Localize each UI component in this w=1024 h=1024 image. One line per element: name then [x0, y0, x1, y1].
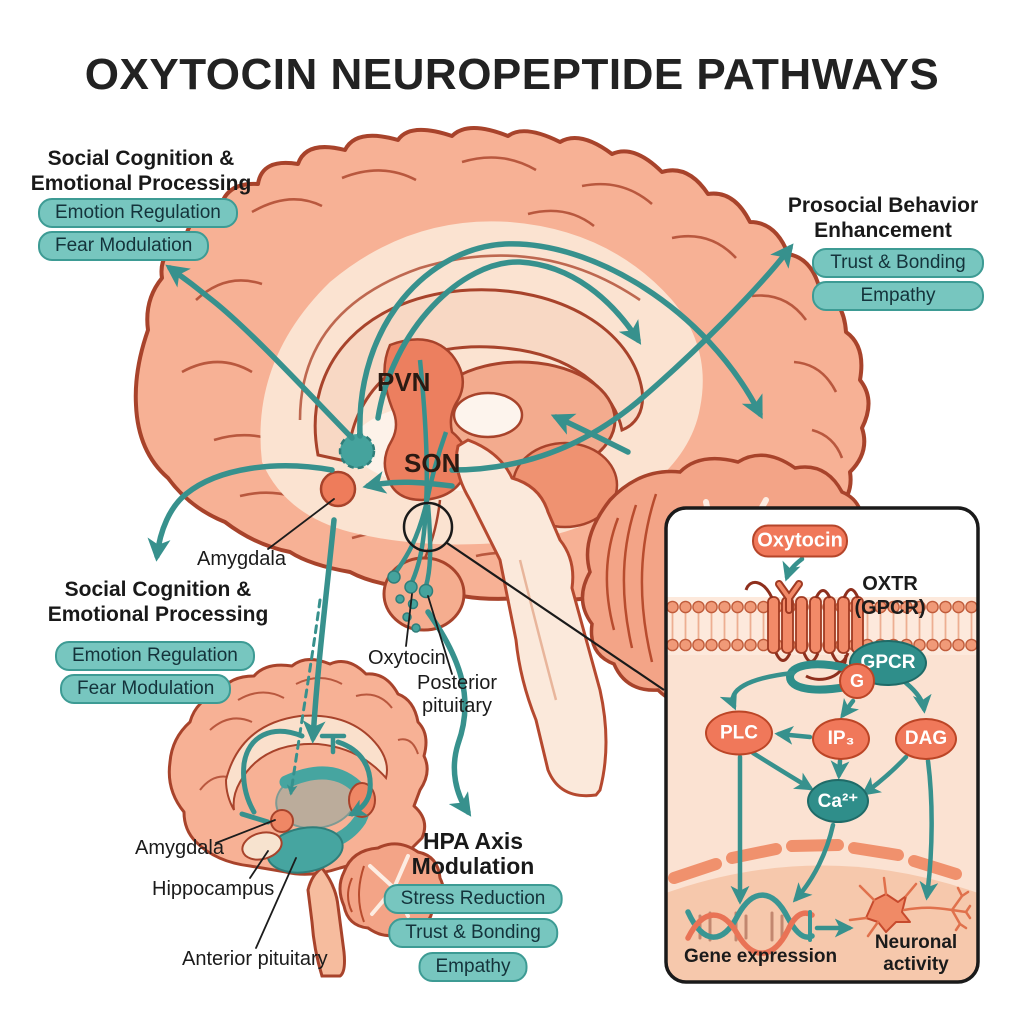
pvn-nucleus-marker [338, 432, 376, 470]
label-neuronal-activity: Neuronal activity [874, 932, 958, 975]
label-leader-lines [215, 498, 453, 949]
pituitary-gland [382, 359, 466, 633]
label-oxytocin: Oxytocin [368, 647, 446, 669]
node-calcium: Ca²⁺ [807, 779, 869, 823]
heading-social-cognition-top: Social Cognition & Emotional Processing [30, 147, 252, 195]
pathway-arrows [147, 241, 794, 825]
node-g-protein: G [839, 663, 875, 699]
label-amygdala-small: Amygdala [135, 837, 224, 859]
label-posterior-pituitary: Posterior pituitary [416, 672, 498, 717]
label-anterior-pituitary: Anterior pituitary [182, 948, 328, 970]
label-amygdala-large: Amygdala [197, 548, 286, 570]
diagram-title: OXYTOCIN NEUROPEPTIDE PATHWAYS [84, 50, 940, 99]
badge-empathy-hpa: Empathy [418, 952, 528, 982]
nuclear-envelope-dashes [668, 839, 962, 884]
label-son: SON [404, 448, 461, 478]
hippocampus-bump [241, 831, 283, 861]
badge-fear-modulation-top: Fear Modulation [38, 231, 210, 261]
badge-empathy-right: Empathy [812, 281, 984, 311]
badge-trust-bonding-hpa: Trust & Bonding [388, 918, 558, 948]
neuron-icon [848, 876, 972, 938]
dna-helix [685, 892, 815, 956]
small-brainstem [306, 866, 346, 978]
heading-social-cognition-mid: Social Cognition & Emotional Processing [47, 578, 269, 626]
inset-connector-line [446, 542, 665, 691]
signaling-arrows [719, 556, 939, 938]
binding-pocket [777, 582, 801, 612]
node-ip3: IP₃ [812, 718, 870, 760]
label-hippocampus: Hippocampus [152, 878, 275, 900]
badge-fear-modulation-mid: Fear Modulation [60, 674, 232, 704]
heading-prosocial-behavior: Prosocial Behavior Enhancement [787, 194, 979, 242]
node-plc: PLC [705, 710, 773, 756]
brainstem [455, 438, 608, 798]
label-oxtr-gpcr: OXTR (GPCR) [854, 573, 926, 619]
node-dag: DAG [895, 718, 957, 760]
badge-trust-bonding-right: Trust & Bonding [812, 248, 984, 278]
badge-stress-reduction: Stress Reduction [383, 884, 563, 914]
label-pvn: PVN [377, 367, 431, 397]
amygdala-marker [319, 470, 357, 508]
inset-border [664, 506, 980, 984]
small-corpus-callosum [224, 714, 388, 811]
badge-emotion-regulation-mid: Emotion Regulation [55, 641, 255, 671]
heading-hpa-axis: HPA Axis Modulation [411, 828, 535, 879]
oxytocin-axons [394, 359, 449, 587]
oxtr-receptor [744, 580, 882, 681]
inset-oxytocin-ligand: Oxytocin [752, 524, 848, 558]
g-protein-hook [785, 660, 850, 694]
badge-emotion-regulation-top: Emotion Regulation [38, 198, 238, 228]
corpus-callosum [313, 288, 645, 464]
large-brain-illustration [133, 126, 873, 798]
label-gene-expression: Gene expression [684, 946, 838, 967]
magnifier-circle [402, 501, 454, 553]
